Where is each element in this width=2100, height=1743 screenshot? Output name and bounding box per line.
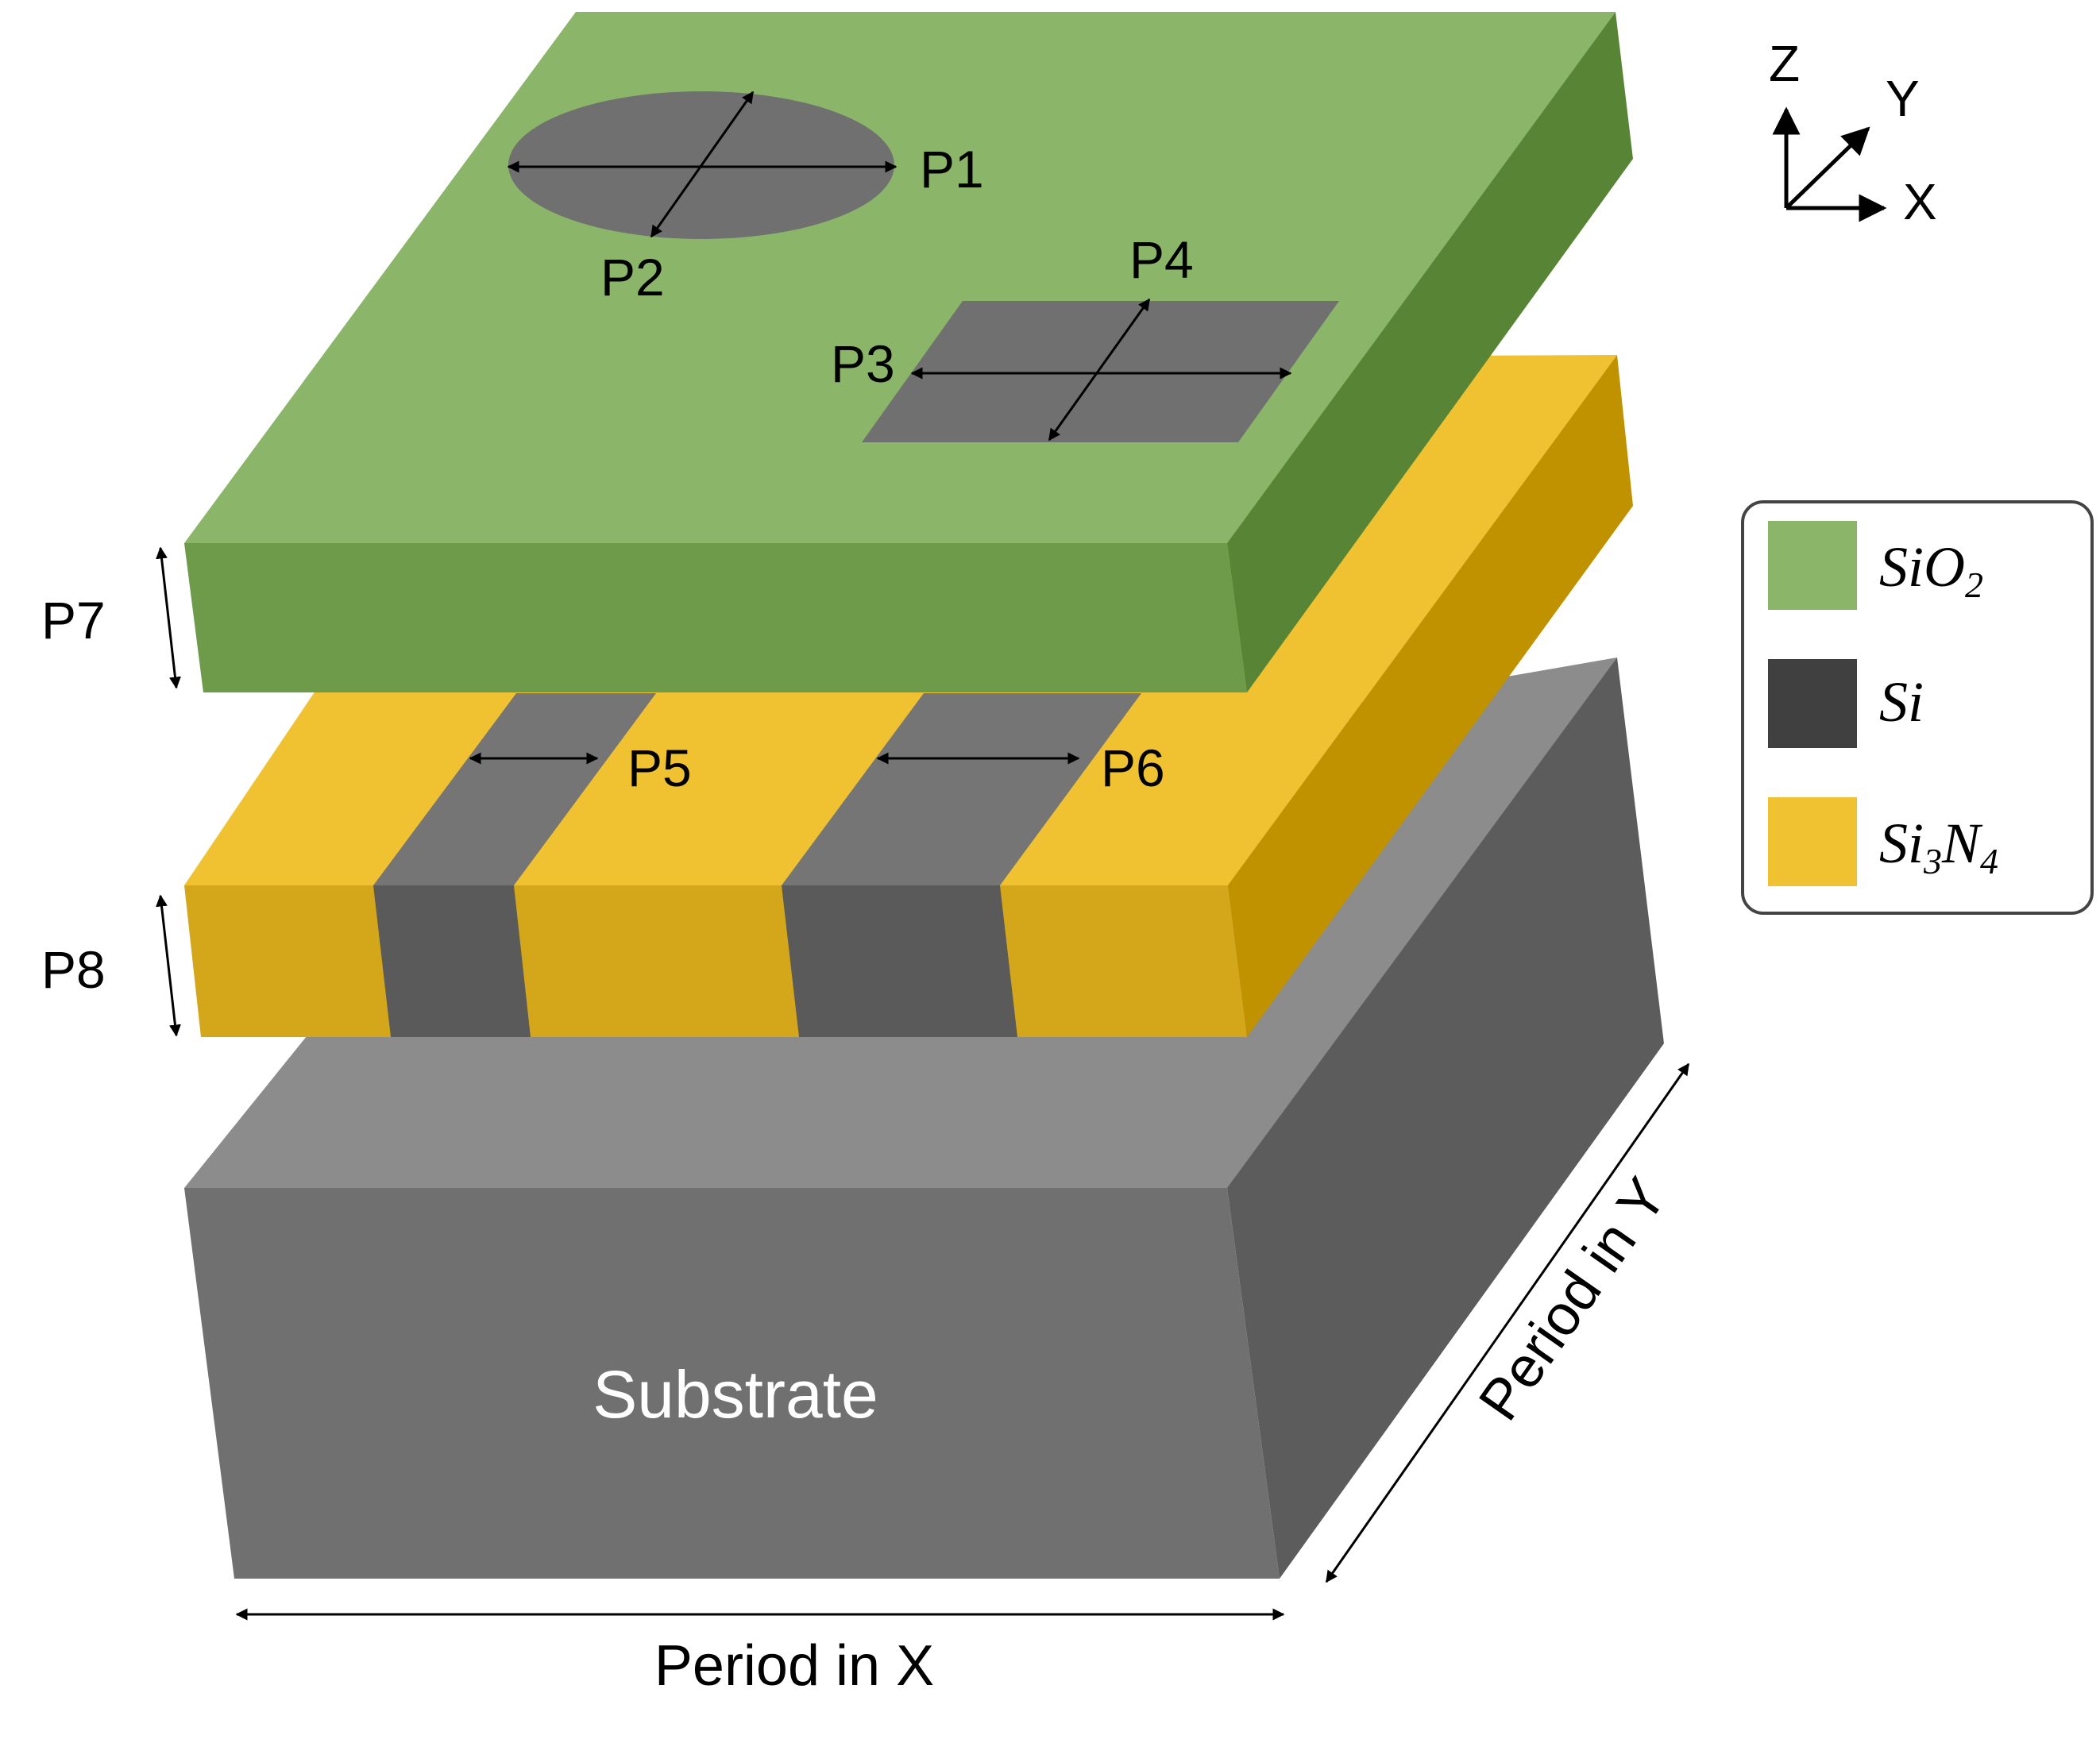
z-axis-label: Z	[1769, 35, 1800, 92]
p4-label: P4	[1129, 230, 1194, 289]
y-axis-label: Y	[1886, 70, 1920, 127]
si3n4-front-face	[184, 885, 1247, 1037]
y-axis-line	[1785, 126, 1870, 210]
coordinate-axes: Z Y X	[1769, 35, 1937, 230]
substrate-label: Substrate	[593, 1357, 878, 1432]
si-stripe-1-top	[373, 693, 656, 885]
sio2-side-face	[1227, 12, 1633, 692]
sio2-front-face	[184, 543, 1247, 692]
legend-swatch-si	[1768, 659, 1857, 748]
si-stripe-1-front	[373, 885, 531, 1037]
p4-arrow	[1048, 298, 1151, 442]
legend-label-sio2: SiO2	[1879, 535, 1983, 605]
p7-label: P7	[41, 591, 106, 650]
dimension-arrows	[156, 91, 1690, 1621]
period-x-label: Period in X	[654, 1634, 934, 1698]
p6-label: P6	[1101, 738, 1165, 797]
si-stripe-2-front	[782, 885, 1017, 1037]
legend-swatch-sio2	[1768, 521, 1857, 610]
p8-label: P8	[41, 940, 106, 999]
legend-label-si: Si	[1879, 670, 1924, 734]
legend-swatch-si3n4	[1768, 797, 1857, 886]
period-y-arrow	[1325, 1062, 1690, 1583]
substrate-front-face	[184, 1188, 1280, 1579]
p8-arrow	[156, 894, 181, 1037]
material-legend: SiO2 Si Si3N4	[1741, 500, 2094, 915]
p2-arrow	[650, 91, 755, 238]
p7-arrow	[156, 546, 181, 689]
si3n4-side-face	[1228, 355, 1633, 1037]
p3-label: P3	[831, 334, 895, 393]
x-axis-label: X	[1903, 173, 1937, 230]
si-stripe-2-top	[782, 693, 1141, 885]
legend-label-si3n4: Si3N4	[1879, 812, 1998, 881]
p1-label: P1	[920, 140, 984, 199]
p5-label: P5	[627, 738, 692, 797]
p2-label: P2	[600, 248, 665, 307]
